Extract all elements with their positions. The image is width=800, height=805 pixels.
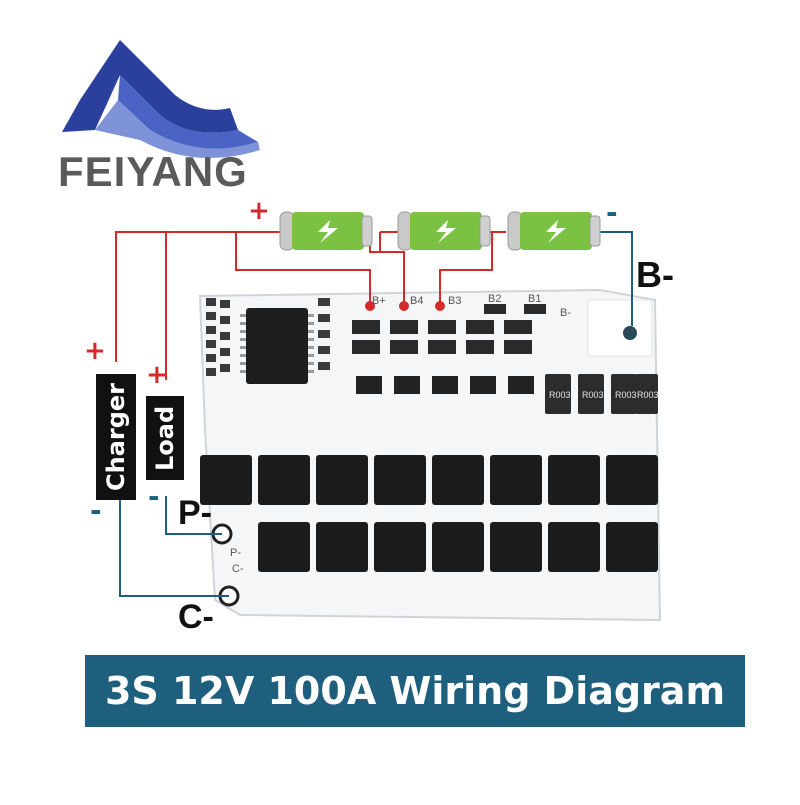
battery-plus-sign: + bbox=[248, 196, 270, 226]
resistor-code: R003 bbox=[637, 390, 659, 400]
resistor-code: R003 bbox=[549, 390, 571, 400]
c-minus-label: C- bbox=[178, 598, 214, 636]
feiyang-logo-icon bbox=[62, 40, 260, 158]
load-label: Load bbox=[146, 396, 184, 480]
pad-label-bminus: B- bbox=[560, 307, 571, 319]
bms-board bbox=[198, 288, 662, 622]
pad-label-b4: B4 bbox=[410, 295, 423, 307]
resistor-code: R003 bbox=[582, 390, 604, 400]
load-plus-sign: + bbox=[146, 360, 168, 390]
battery-cells bbox=[279, 211, 601, 251]
balance-lead-dots bbox=[365, 301, 445, 311]
charger-minus-sign: - bbox=[90, 494, 102, 527]
silkscreen-text: B+ B4 B3 B2 B1 B- P- C- bbox=[230, 293, 571, 575]
charger-label: Charger bbox=[96, 374, 136, 500]
resistor-code: R003 bbox=[615, 390, 637, 400]
pad-label-b2: B2 bbox=[488, 293, 501, 305]
p-minus-label: P- bbox=[178, 494, 212, 532]
resistor-codes: R003 R003 R003 R003 bbox=[549, 390, 659, 400]
negative-wires bbox=[119, 231, 633, 597]
b-minus-label: B- bbox=[636, 254, 674, 295]
edge-label-pminus: P- bbox=[230, 547, 241, 559]
brand-name: FEIYANG bbox=[58, 148, 248, 195]
charger-plus-sign: + bbox=[84, 336, 106, 366]
pad-label-bplus: B+ bbox=[372, 295, 386, 307]
edge-label-cminus: C- bbox=[232, 563, 244, 575]
title-banner: 3S 12V 100A Wiring Diagram bbox=[85, 655, 745, 727]
pad-label-b1: B1 bbox=[528, 293, 541, 305]
pad-label-b3: B3 bbox=[448, 295, 461, 307]
load-minus-sign: - bbox=[148, 480, 160, 513]
battery-minus-sign: - bbox=[606, 196, 618, 229]
